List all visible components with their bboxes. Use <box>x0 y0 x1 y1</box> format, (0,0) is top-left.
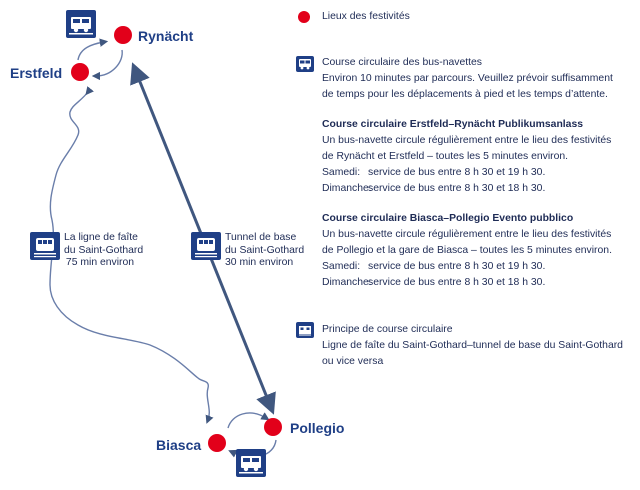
schedule-day-label: Samedi: <box>322 261 361 273</box>
base-route-label-line: du Saint-Gothard <box>225 244 305 256</box>
legend-biasca-block: Course circulaire Biasca–Pollegio Evento… <box>322 211 612 291</box>
legend-line: de temps pour les déplacements à pied et… <box>322 89 608 101</box>
schedule-value: service de bus entre 8 h 30 et 19 h 30. <box>368 261 546 273</box>
festivity-dot-icon <box>298 11 310 23</box>
festivity-dot-icon <box>264 418 282 436</box>
place-label-pollegio: Pollegio <box>290 420 345 436</box>
legend-line: de Rynächt et Erstfeld – toutes les 5 mi… <box>322 151 569 163</box>
schedule-day-label: Dimanche: <box>322 183 372 195</box>
summit-route-label-line: du Saint-Gothard <box>64 244 144 256</box>
schedule-value: service de bus entre 8 h 30 et 18 h 30. <box>368 277 546 289</box>
bus-icon <box>236 449 266 477</box>
festivity-dot-icon <box>71 63 89 81</box>
base-route-label-line: 30 min environ <box>225 257 294 269</box>
legend-festivities-text: Lieux des festivités <box>322 11 410 22</box>
legend-shuttle: Course circulaire des bus-navettes Envir… <box>322 55 613 103</box>
legend-line: Principe de course circulaire <box>322 324 453 335</box>
festivity-dot-icon <box>114 26 132 44</box>
schedule-day-label: Samedi: <box>322 167 361 179</box>
train-icon <box>30 232 60 260</box>
block-title: Course circulaire Erstfeld–Rynächt Publi… <box>322 119 584 130</box>
bottom-loop-top <box>227 412 270 429</box>
legend-line: Un bus-navette circule régulièrement ent… <box>322 135 612 147</box>
schedule-sunday: Dimanche:service de bus entre 8 h 30 et … <box>322 181 611 197</box>
legend-line: Course circulaire des bus-navettes <box>322 57 482 68</box>
festivity-dot-icon <box>208 434 226 452</box>
legend-line: de Pollegio et la gare de Biasca – toute… <box>322 245 612 257</box>
top-loop-left <box>77 38 109 61</box>
train-icon <box>191 232 221 260</box>
legend-erstfeld-block: Course circulaire Erstfeld–Rynächt Publi… <box>322 117 611 197</box>
place-label-erstfeld: Erstfeld <box>10 65 63 81</box>
block-title: Course circulaire Biasca–Pollegio Evento… <box>322 213 574 224</box>
schedule-value: service de bus entre 8 h 30 et 19 h 30. <box>368 167 546 179</box>
legend-line: ou vice versa <box>322 356 384 368</box>
place-label-biasca: Biasca <box>156 437 202 453</box>
top-loop-right <box>91 49 123 81</box>
bus-icon <box>66 10 96 38</box>
schedule-saturday: Samedi: service de bus entre 8 h 30 et 19… <box>322 259 612 275</box>
legend-principle: Principe de course circulaire Ligne de f… <box>322 322 623 370</box>
loop-arrow-icon <box>296 322 314 338</box>
schedule-day-label: Dimanche: <box>322 277 372 289</box>
legend-line: Environ 10 minutes par parcours. Veuille… <box>322 73 613 85</box>
place-label-rynacht: Rynächt <box>138 28 194 44</box>
legend-festivities: Lieux des festivités <box>322 9 410 25</box>
summit-route-label-line: 75 min environ <box>65 257 135 269</box>
summit-route-label: La ligne de faîte du Saint-Gothard 75 mi… <box>64 232 144 270</box>
schedule-sunday: Dimanche:service de bus entre 8 h 30 et … <box>322 275 612 291</box>
schedule-saturday: Samedi: service de bus entre 8 h 30 et 19… <box>322 165 611 181</box>
summit-route-label-line: La ligne de faîte <box>64 232 138 243</box>
legend-line: Un bus-navette circule régulièrement ent… <box>322 229 612 241</box>
base-route-label: Tunnel de base du Saint-Gothard 30 min e… <box>225 232 304 270</box>
schedule-value: service de bus entre 8 h 30 et 18 h 30. <box>368 183 546 195</box>
bus-icon <box>296 56 314 72</box>
legend-line: Ligne de faîte du Saint-Gothard–tunnel d… <box>322 340 623 352</box>
base-route-label-line: Tunnel de base <box>225 232 297 243</box>
